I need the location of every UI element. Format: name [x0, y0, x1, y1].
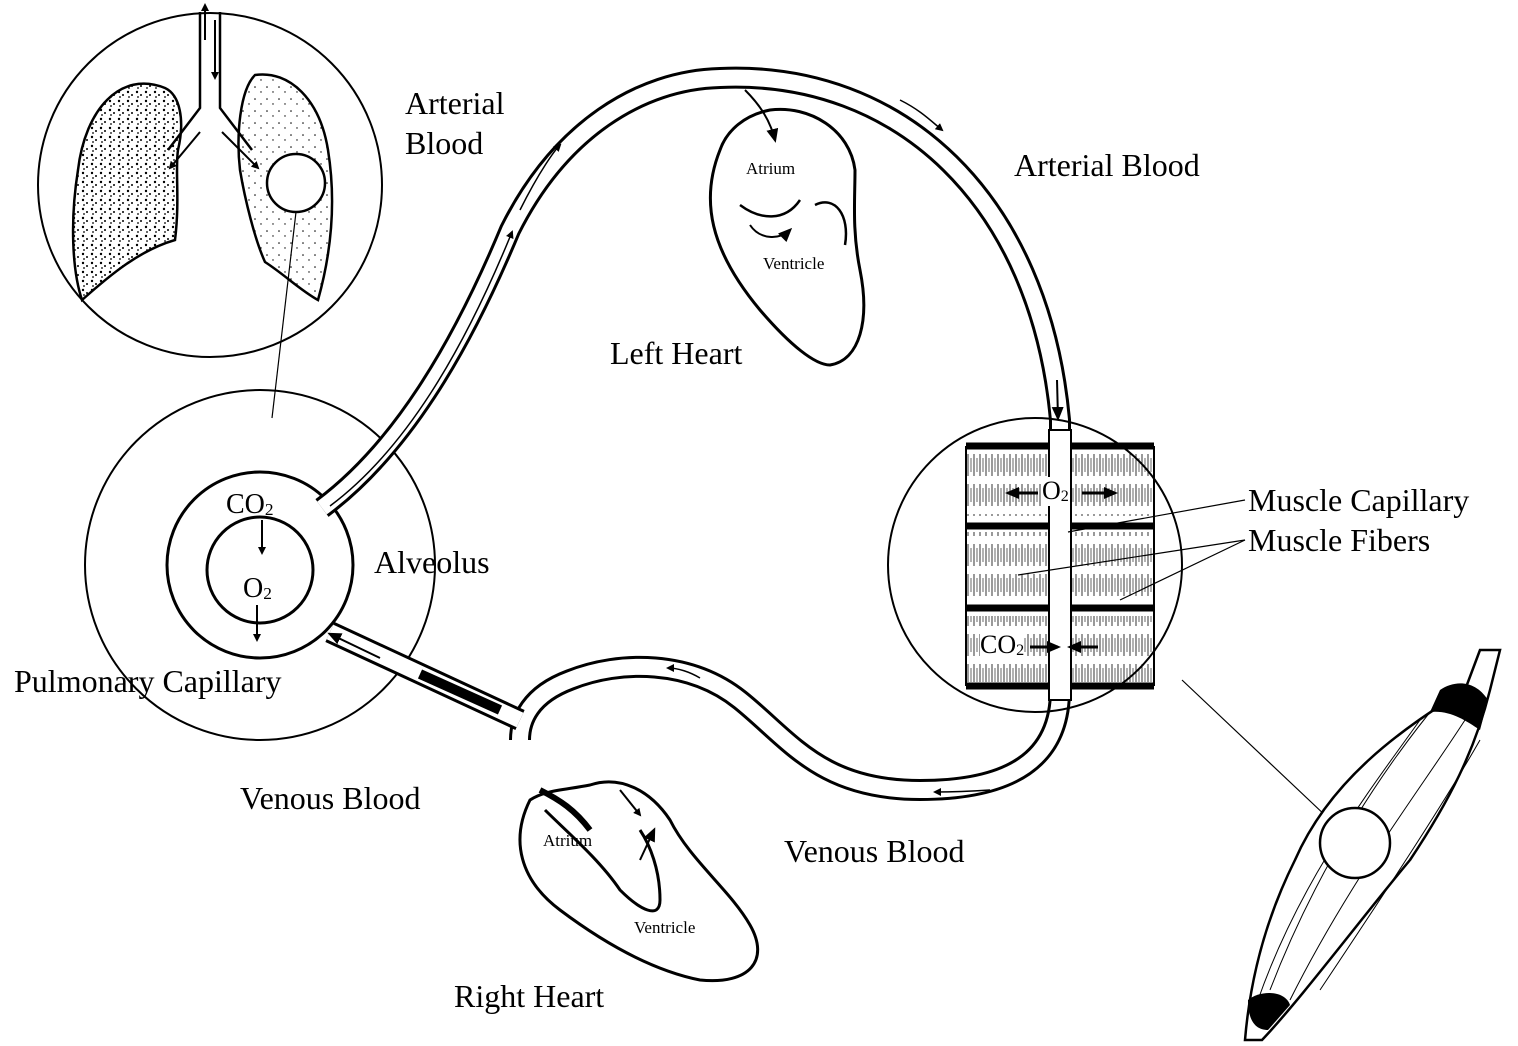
arterial-vessel — [322, 78, 1060, 700]
venous-blood-label-left: Venous Blood — [240, 781, 420, 816]
right-heart-label: Right Heart — [454, 979, 604, 1014]
venous-vessel — [330, 632, 1060, 792]
co2-alveolus-label: CO2 — [226, 490, 274, 521]
arterial-blood-label-right: Arterial Blood — [1014, 148, 1200, 183]
right-heart — [520, 782, 758, 981]
venous-blood-label-right: Venous Blood — [784, 834, 964, 869]
lungs-inset — [38, 5, 382, 418]
right-ventricle-label: Ventricle — [634, 919, 695, 938]
alveolus-label: Alveolus — [374, 545, 490, 580]
left-atrium-label: Atrium — [746, 160, 795, 179]
o2-alveolus-label: O2 — [243, 574, 272, 605]
left-heart-label: Left Heart — [610, 336, 742, 371]
arterial-blood-label-left-line1: Arterial — [405, 86, 505, 121]
whole-muscle — [1245, 650, 1500, 1040]
muscle-capillary-label: Muscle Capillary — [1248, 483, 1469, 518]
co2-muscle-label: CO2 — [980, 631, 1024, 660]
pulmonary-capillary-label: Pulmonary Capillary — [14, 664, 282, 699]
o2-muscle-label: O2 — [1042, 477, 1069, 506]
left-heart — [710, 90, 863, 365]
muscle-capillary-inset — [888, 418, 1328, 818]
arterial-blood-label-left-line2: Blood — [405, 126, 483, 161]
right-atrium-label: Atrium — [543, 832, 592, 851]
left-ventricle-label: Ventricle — [763, 255, 824, 274]
muscle-fibers-label: Muscle Fibers — [1248, 523, 1430, 558]
